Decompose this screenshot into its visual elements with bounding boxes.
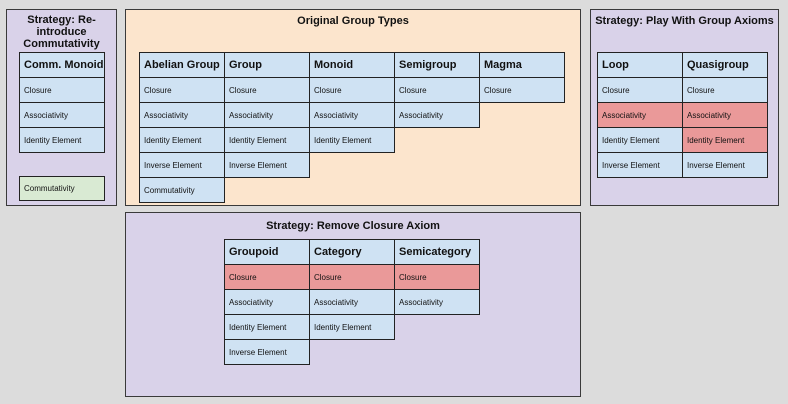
column-header-groupoid: Groupoid bbox=[224, 239, 310, 265]
axiom-cell-identity-element: Identity Element bbox=[224, 127, 310, 153]
axiom-cell-identity-element: Identity Element bbox=[139, 127, 225, 153]
column-header-monoid: Monoid bbox=[309, 52, 395, 78]
column-header-loop: Loop bbox=[597, 52, 683, 78]
axiom-cell-closure: Closure bbox=[309, 264, 395, 290]
axiom-cell-associativity: Associativity bbox=[224, 289, 310, 315]
axiom-cell-associativity: Associativity bbox=[309, 102, 395, 128]
column-header-abelian-group: Abelian Group bbox=[139, 52, 225, 78]
axiom-cell-identity-element: Identity Element bbox=[309, 127, 395, 153]
axiom-cell-associativity: Associativity bbox=[597, 102, 683, 128]
column-header-semigroup: Semigroup bbox=[394, 52, 480, 78]
axiom-cell-closure: Closure bbox=[19, 77, 105, 103]
axiom-cell-closure: Closure bbox=[479, 77, 565, 103]
axiom-cell-associativity: Associativity bbox=[309, 289, 395, 315]
axiom-cell-identity-element: Identity Element bbox=[224, 314, 310, 340]
axiom-cell-inverse-element: Inverse Element bbox=[224, 339, 310, 365]
axiom-cell-closure: Closure bbox=[682, 77, 768, 103]
axiom-cell-commutativity: Commutativity bbox=[139, 177, 225, 203]
panel-reintroduce-commutativity: Strategy: Re-introduce Commutativity Com… bbox=[6, 9, 117, 206]
axiom-cell-closure: Closure bbox=[224, 77, 310, 103]
axiom-cell-associativity: Associativity bbox=[394, 102, 480, 128]
axiom-cell-identity-element: Identity Element bbox=[309, 314, 395, 340]
axiom-cell-inverse-element: Inverse Element bbox=[139, 152, 225, 178]
panel-title: Strategy: Remove Closure Axiom bbox=[266, 220, 440, 232]
axiom-cell-closure: Closure bbox=[597, 77, 683, 103]
panel-title: Strategy: Re-introduce Commutativity bbox=[23, 14, 100, 50]
axiom-cell-inverse-element: Inverse Element bbox=[597, 152, 683, 178]
panel-title: Original Group Types bbox=[297, 15, 409, 27]
axiom-cell-associativity: Associativity bbox=[682, 102, 768, 128]
column-header-category: Category bbox=[309, 239, 395, 265]
axiom-cell-associativity: Associativity bbox=[224, 102, 310, 128]
axiom-cell-closure: Closure bbox=[394, 77, 480, 103]
axiom-cell-closure: Closure bbox=[139, 77, 225, 103]
axiom-cell-inverse-element: Inverse Element bbox=[224, 152, 310, 178]
column-header-group: Group bbox=[224, 52, 310, 78]
column-header-comm-monoid: Comm. Monoid bbox=[19, 52, 105, 78]
panel-title: Strategy: Play With Group Axioms bbox=[595, 15, 774, 27]
axiom-cell-identity-element: Identity Element bbox=[597, 127, 683, 153]
axiom-cell-identity-element: Identity Element bbox=[19, 127, 105, 153]
column-header-quasigroup: Quasigroup bbox=[682, 52, 768, 78]
axiom-cell-inverse-element: Inverse Element bbox=[682, 152, 768, 178]
column-header-magma: Magma bbox=[479, 52, 565, 78]
commutativity-cell: Commutativity bbox=[19, 176, 105, 201]
axiom-cell-associativity: Associativity bbox=[394, 289, 480, 315]
column-header-semicategory: Semicategory bbox=[394, 239, 480, 265]
axiom-cell-closure: Closure bbox=[309, 77, 395, 103]
axiom-cell-identity-element: Identity Element bbox=[682, 127, 768, 153]
axiom-cell-associativity: Associativity bbox=[19, 102, 105, 128]
axiom-cell-closure: Closure bbox=[394, 264, 480, 290]
axiom-cell-closure: Closure bbox=[224, 264, 310, 290]
axiom-cell-associativity: Associativity bbox=[139, 102, 225, 128]
